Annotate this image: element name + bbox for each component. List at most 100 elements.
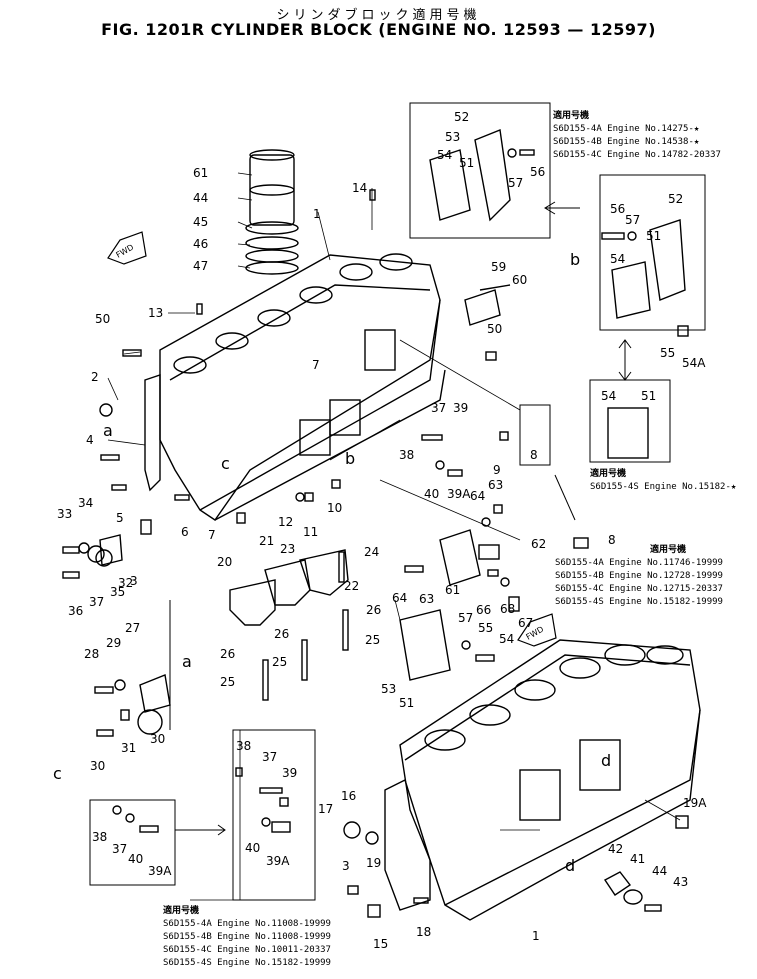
callout-label: 38 [92, 830, 108, 844]
applicability-line: S6D155-4B Engine No.11008-19999 [163, 932, 331, 942]
callout-label: 53 [445, 130, 461, 144]
callout-label: 47 [193, 259, 209, 273]
callout-label: 39 [282, 766, 298, 780]
callout-label: 26 [274, 627, 290, 641]
callout-label: 12 [278, 515, 294, 529]
callout-label: 39A [266, 854, 290, 868]
callout-label: 24 [364, 545, 380, 559]
arrows [169, 201, 632, 836]
callout-label: 39A [447, 487, 471, 501]
callout-label: 54 [499, 632, 515, 646]
view-letter: c [53, 764, 62, 783]
callout-label: 56 [530, 165, 546, 179]
callout-label: 3 [342, 859, 350, 873]
applicability-line: S6D155-4A Engine No.14275-★ [553, 124, 700, 134]
applicability-block-4: 適用号機 S6D155-4A Engine No.11008-19999 S6D… [163, 905, 331, 970]
callout-label: 21 [259, 534, 275, 548]
callout-label: 11 [303, 525, 319, 539]
callout-label: 27 [125, 621, 141, 635]
callout-label: 1 [313, 207, 321, 221]
callout-label: 2 [91, 370, 99, 384]
applicability-line: S6D155-4A Engine No.11008-19999 [163, 919, 331, 929]
callout-label: 52 [668, 192, 684, 206]
callout-label: 45 [193, 215, 209, 229]
callout-label: 64 [470, 489, 486, 503]
callout-label: 15 [373, 937, 389, 951]
callout-label: 33 [57, 507, 73, 521]
callout-label: 32 [118, 576, 134, 590]
applicability-block-1: 適用号機 S6D155-4A Engine No.14275-★ S6D155-… [553, 110, 721, 162]
callout-label: 19 [366, 856, 382, 870]
view-letter: b [570, 250, 581, 269]
callout-label: 60 [512, 273, 528, 287]
callout-label: 54 [601, 389, 617, 403]
callout-label: 67 [518, 616, 534, 630]
callout-label: 30 [150, 732, 166, 746]
callout-label: 38 [399, 448, 415, 462]
callout-label: 54 [610, 252, 626, 266]
callout-label: 63 [488, 478, 504, 492]
callout-label: 57 [458, 611, 474, 625]
callout-label: 54 [437, 148, 453, 162]
view-letter: d [565, 856, 576, 875]
callout-label: 18 [416, 925, 432, 939]
applicability-line: S6D155-4B Engine No.12728-19999 [555, 571, 723, 581]
callout-label: 38 [236, 739, 252, 753]
bearing-caps [229, 549, 349, 626]
applicability-heading: 適用号機 [650, 545, 687, 555]
callout-label: 61 [445, 583, 461, 597]
callout-label: 64 [392, 591, 408, 605]
callout-label: 25 [272, 655, 288, 669]
callout-label: 37 [262, 750, 278, 764]
view-letter: d [601, 751, 612, 770]
callout-label: 52 [454, 110, 470, 124]
callout-label: 37 [431, 401, 447, 415]
callout-label: 10 [327, 501, 343, 515]
callout-label: 39 [453, 401, 469, 415]
inset-frames [89, 102, 706, 901]
callout-label: 34 [78, 496, 94, 510]
cylinder-block-lower [384, 639, 701, 921]
callout-label: 7 [312, 358, 320, 372]
callout-label: 53 [381, 682, 397, 696]
callout-label: 4 [86, 433, 94, 447]
cover-plates [139, 129, 686, 713]
view-letter: c [221, 454, 230, 473]
applicability-line: S6D155-4C Engine No.14782-20337 [553, 150, 721, 160]
callout-label: 61 [193, 166, 209, 180]
applicability-line: S6D155-4C Engine No.12715-20337 [555, 584, 723, 594]
callout-label: 39A [148, 864, 172, 878]
callout-label: 37 [112, 842, 128, 856]
callout-label: 7 [208, 528, 216, 542]
cylinder-block-upper [144, 253, 446, 521]
callout-label: 62 [531, 537, 547, 551]
callout-label: 35 [110, 585, 126, 599]
title-japanese: シリンダブロック適用号機 [276, 8, 481, 23]
callout-label: 50 [95, 312, 111, 326]
callout-label: 23 [280, 542, 296, 556]
callout-label: 51 [459, 156, 475, 170]
callout-label: 43 [673, 875, 689, 889]
callout-label: 6 [181, 525, 189, 539]
callout-label: 3 [130, 574, 138, 588]
applicability-line: S6D155-4C Engine No.10011-20337 [163, 945, 331, 955]
callout-label: 22 [344, 579, 360, 593]
callout-label: 8 [608, 533, 616, 547]
cylinder-liner-stack [245, 149, 299, 275]
callout-label: 14 [352, 181, 368, 195]
applicability-heading: 適用号機 [163, 906, 200, 916]
applicability-block-2: 適用号機 S6D155-4S Engine No.15182-★ [590, 468, 736, 494]
callout-label: 59 [491, 260, 507, 274]
callout-label: 5 [116, 511, 124, 525]
callout-label: 40 [245, 841, 261, 855]
callout-label: 25 [220, 675, 236, 689]
callout-label: 17 [318, 802, 334, 816]
callout-label: 55 [660, 346, 676, 360]
callout-label: 63 [419, 592, 435, 606]
callout-label: 57 [508, 176, 524, 190]
callout-label: 68 [500, 602, 516, 616]
callout-label: 57 [625, 213, 641, 227]
callout-label: 29 [106, 636, 122, 650]
callout-label: 66 [476, 603, 492, 617]
